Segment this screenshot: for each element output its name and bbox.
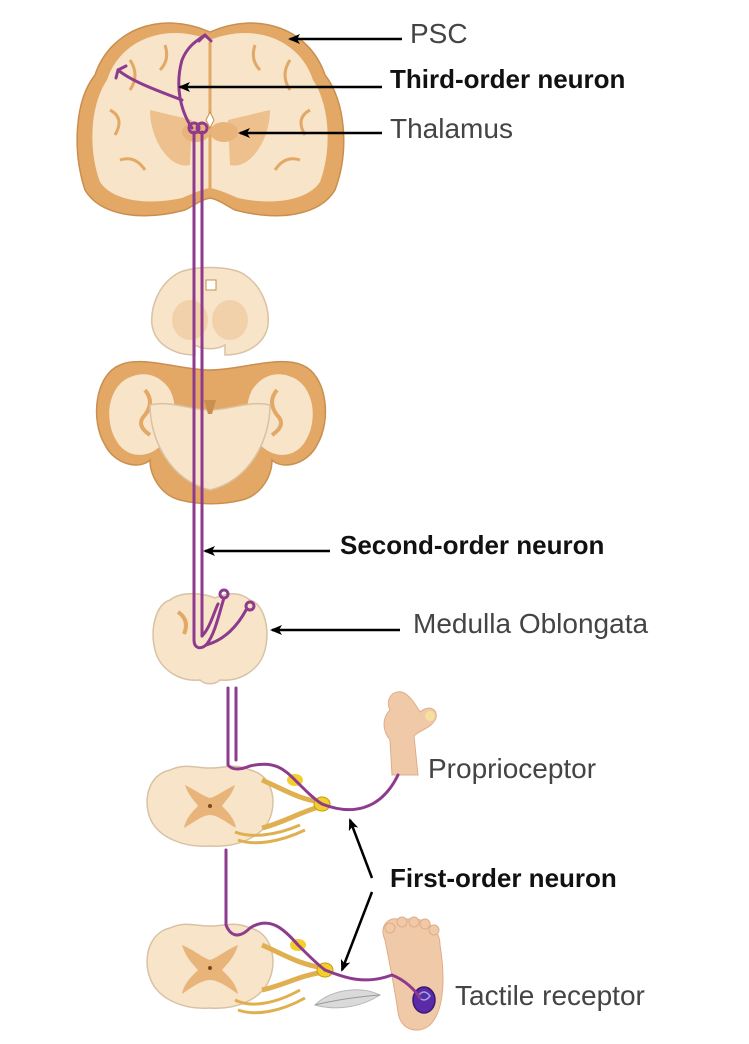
midbrain-section [151,266,269,356]
lower-spinal-cord-section [146,923,274,1009]
second-order-neuron-label: Second-order neuron [340,530,605,560]
brain-coronal-section [76,22,345,217]
annotation-arrows [178,34,402,972]
medulla-oblongata-label: Medulla Oblongata [413,608,649,639]
proprioceptor-label: Proprioceptor [428,753,597,784]
feather-illustration [314,989,381,1009]
foot-illustration [382,916,444,1031]
upper-spinal-cord-section [146,765,274,847]
third-order-neuron-label: Third-order neuron [390,64,626,94]
first-order-neuron-label: First-order neuron [390,863,617,893]
hand-illustration [383,691,437,776]
tactile-receptor-label: Tactile receptor [455,980,645,1011]
neuron-pathways [114,33,422,1000]
thalamus-label: Thalamus [390,113,513,144]
pons-cerebellum-section [95,360,327,505]
psc-label: PSC [410,18,468,49]
